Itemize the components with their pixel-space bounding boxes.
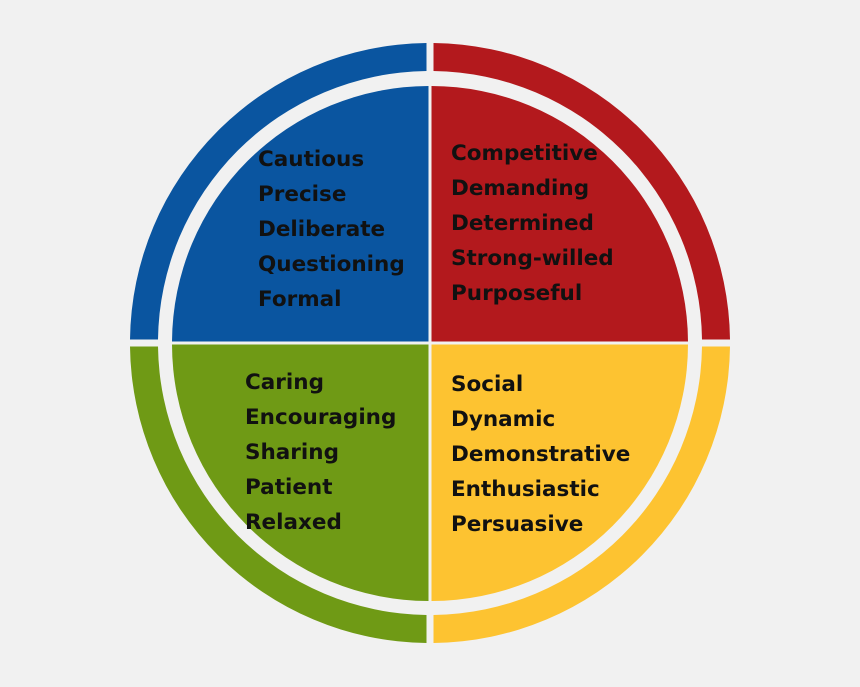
word-item: Questioning: [258, 252, 405, 277]
word-item: Cautious: [258, 147, 365, 172]
word-item: Encouraging: [245, 405, 397, 430]
quadrant-blue: [172, 86, 429, 342]
word-item: Sharing: [245, 440, 339, 465]
word-item: Competitive: [451, 141, 598, 166]
word-item: Patient: [245, 475, 333, 500]
word-item: Deliberate: [258, 217, 386, 242]
word-item: Determined: [451, 211, 594, 236]
word-item: Social: [451, 372, 524, 397]
quadrant-red-words: Competitive Demanding Determined Strong-…: [451, 136, 614, 311]
word-item: Relaxed: [245, 510, 342, 535]
outer-ring-green: [130, 346, 427, 643]
quadrant-yellow: [431, 344, 688, 601]
word-item: Precise: [258, 182, 347, 207]
quadrant-green-words: Caring Encouraging Sharing Patient Relax…: [245, 365, 396, 540]
word-item: Persuasive: [451, 512, 584, 537]
outer-ring-blue: [130, 43, 427, 340]
quadrant-blue-words: Cautious Precise Deliberate Questioning …: [258, 142, 405, 317]
word-item: Demanding: [451, 176, 590, 201]
quadrant-red: [431, 86, 688, 342]
word-item: Formal: [258, 287, 342, 312]
quadrant-yellow-words: Social Dynamic Demonstrative Enthusiasti…: [451, 367, 630, 542]
outer-ring-red: [433, 43, 730, 340]
word-item: Strong-willed: [451, 246, 614, 271]
word-item: Purposeful: [451, 281, 583, 306]
word-item: Enthusiastic: [451, 477, 600, 502]
word-item: Dynamic: [451, 407, 556, 432]
outer-ring-yellow: [433, 346, 730, 643]
word-item: Caring: [245, 370, 324, 395]
quadrant-green: [172, 344, 429, 601]
word-item: Demonstrative: [451, 442, 631, 467]
